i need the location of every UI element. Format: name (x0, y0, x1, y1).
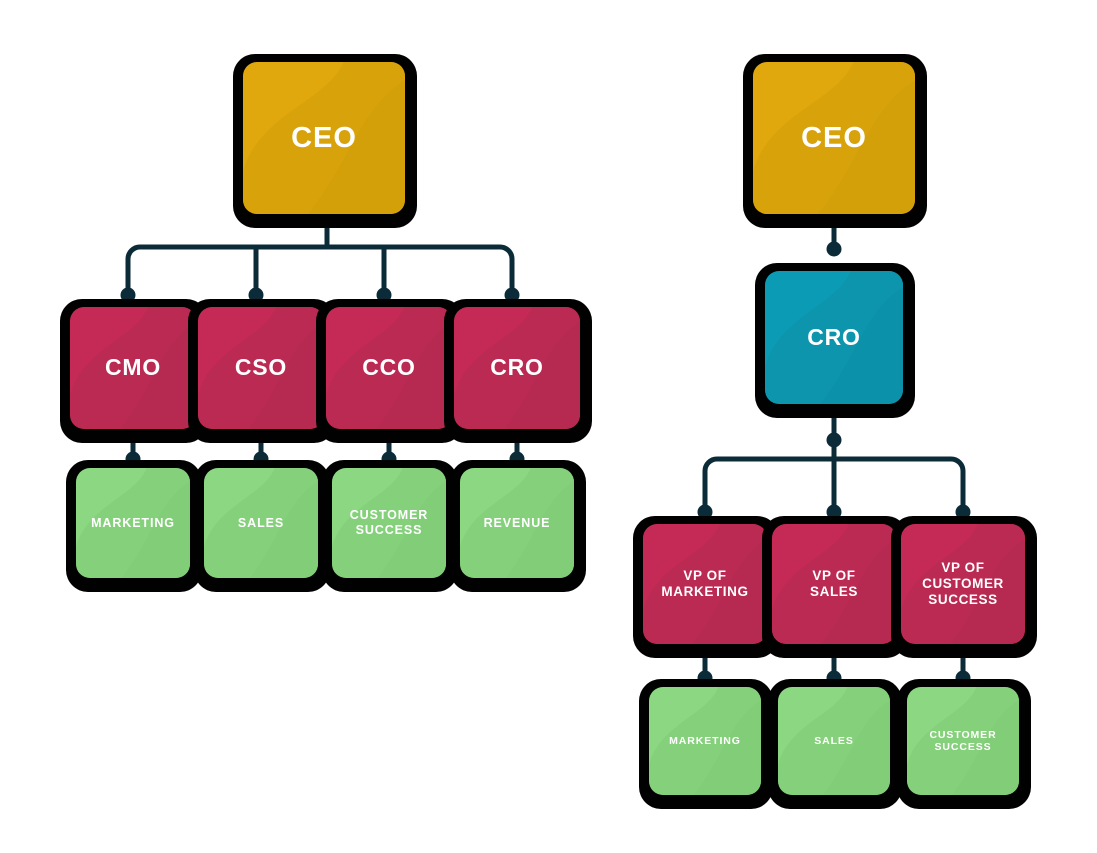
node-label: SALES (814, 734, 854, 747)
node-face (643, 524, 767, 644)
node-face (765, 271, 903, 404)
right-bus-dot-2 (955, 504, 971, 520)
node-r-sales[interactable]: SALES (768, 679, 902, 809)
wave-decoration-icon (454, 307, 580, 429)
right-bus-dot-1 (826, 504, 842, 520)
node-face (649, 687, 761, 795)
node-r-success[interactable]: CUSTOMER SUCCESS (897, 679, 1031, 809)
node-label: MARKETING (669, 734, 741, 747)
wave-decoration-icon (326, 307, 452, 429)
node-l-ceo[interactable]: CEO (233, 54, 417, 228)
left-bus-dot-1 (248, 287, 264, 303)
node-face (243, 62, 405, 214)
node-r-vpm[interactable]: VP OF MARKETING (633, 516, 779, 658)
node-face (907, 687, 1019, 795)
node-l-marketing[interactable]: MARKETING (66, 460, 202, 592)
node-label: CEO (291, 121, 357, 154)
wave-decoration-icon (460, 468, 574, 578)
wave-decoration-icon (243, 62, 405, 214)
node-label: CRO (490, 354, 544, 381)
node-face (70, 307, 196, 429)
wave-decoration-icon (907, 687, 1019, 795)
wave-decoration-icon (753, 62, 915, 214)
node-r-vps[interactable]: VP OF SALES (762, 516, 908, 658)
wave-decoration-icon (76, 468, 190, 578)
node-l-success[interactable]: CUSTOMER SUCCESS (322, 460, 458, 592)
wave-decoration-icon (204, 468, 318, 578)
node-label: REVENUE (483, 515, 551, 530)
wave-decoration-icon (772, 524, 896, 644)
node-face (460, 468, 574, 578)
node-l-cro[interactable]: CRO (444, 299, 592, 443)
node-face (204, 468, 318, 578)
node-label: CUSTOMER SUCCESS (929, 728, 997, 753)
left-bus-dot-3 (504, 287, 520, 303)
node-label: VP OF SALES (809, 568, 858, 599)
node-l-cmo[interactable]: CMO (60, 299, 208, 443)
node-r-cro[interactable]: CRO (755, 263, 915, 418)
node-r-ceo[interactable]: CEO (743, 54, 927, 228)
wave-decoration-icon (70, 307, 196, 429)
node-label: CMO (104, 354, 162, 381)
node-face (454, 307, 580, 429)
node-face (76, 468, 190, 578)
right-ceo-cro-dot (826, 241, 842, 257)
node-face (326, 307, 452, 429)
node-label: SALES (237, 515, 285, 530)
wave-decoration-icon (765, 271, 903, 404)
node-face (772, 524, 896, 644)
node-face (753, 62, 915, 214)
node-face (332, 468, 446, 578)
wave-decoration-icon (649, 687, 761, 795)
node-label: MARKETING (91, 515, 175, 530)
left-bus-dot-2 (376, 287, 392, 303)
node-label: CUSTOMER SUCCESS (349, 508, 429, 537)
node-label: CSO (234, 354, 288, 381)
node-label: VP OF CUSTOMER SUCCESS (922, 560, 1004, 607)
node-label: CRO (807, 323, 861, 350)
node-r-marketing[interactable]: MARKETING (639, 679, 773, 809)
node-l-sales[interactable]: SALES (194, 460, 330, 592)
node-label: VP OF MARKETING (661, 568, 749, 599)
left-bus-dot-0 (120, 287, 136, 303)
node-face (901, 524, 1025, 644)
node-l-cco[interactable]: CCO (316, 299, 464, 443)
node-face (778, 687, 890, 795)
node-face (198, 307, 324, 429)
right-bus-dot-0 (697, 504, 713, 520)
node-label: CCO (362, 354, 416, 381)
node-l-cso[interactable]: CSO (188, 299, 336, 443)
node-l-revenue[interactable]: REVENUE (450, 460, 586, 592)
wave-decoration-icon (643, 524, 767, 644)
wave-decoration-icon (778, 687, 890, 795)
left-bus-bus (125, 244, 515, 260)
wave-decoration-icon (332, 468, 446, 578)
wave-decoration-icon (198, 307, 324, 429)
node-r-vpcs[interactable]: VP OF CUSTOMER SUCCESS (891, 516, 1037, 658)
node-label: CEO (801, 121, 867, 154)
wave-decoration-icon (901, 524, 1025, 644)
